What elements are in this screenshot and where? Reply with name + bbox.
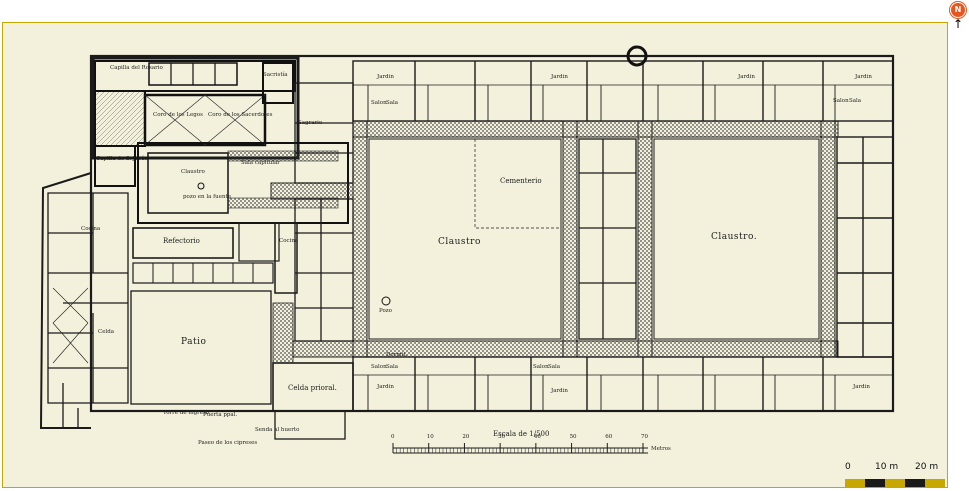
label-patio: Patio	[181, 337, 207, 347]
well-tower	[626, 45, 648, 67]
scale-bar-segment	[925, 479, 945, 487]
scale-label-0: 0	[845, 462, 851, 472]
label-sala-capitular: Sala capitular	[241, 160, 280, 166]
label-jardin-s2: Jardin	[551, 388, 568, 394]
scale-label-10: 10 m	[875, 462, 899, 472]
label-cocina-celdas: Cocina	[279, 238, 299, 244]
label-capilla-jesus: Capilla de S. Jesús	[96, 156, 148, 162]
label-salon-s1: Salon	[371, 364, 387, 370]
label-jardin-n3: Jardin	[738, 74, 755, 80]
label-salon-s2: Salon	[533, 364, 549, 370]
scale-label-20: 20 m	[915, 462, 939, 472]
label-cementerio: Cementerio	[500, 177, 542, 185]
label-jardin-n4: Jardin	[855, 74, 872, 80]
cloister-courts	[368, 138, 820, 340]
scale-bar: 0 10 m 20 m	[845, 462, 949, 490]
drawing-scale-tick-label: 50	[569, 434, 577, 440]
north-arrow: N ↑	[950, 2, 966, 31]
label-dormitorio: Dormit.	[386, 352, 408, 358]
refectory-area	[132, 222, 298, 294]
west-block	[47, 192, 129, 428]
drawing-scale-tick-label: 20	[462, 434, 470, 440]
label-sacristia: Sacristía	[263, 72, 288, 78]
label-coro-sacerdotes: Coro de los Sacerdotes	[208, 112, 273, 118]
label-jardin-s1: Jardin	[377, 384, 394, 390]
church-block	[94, 60, 296, 187]
great-cloister-galleries	[270, 120, 839, 364]
label-sala-s2: Sala	[548, 364, 561, 370]
label-celda: Celda	[98, 329, 115, 335]
drawing-scale-bar	[392, 443, 648, 454]
patio	[130, 290, 272, 405]
label-salon-n1: Salon	[371, 100, 387, 106]
label-sala-n2: Sala	[849, 98, 862, 104]
drawing-scale-tick-label: 10	[426, 434, 434, 440]
drawing-scale-tick-label: 0	[391, 434, 395, 440]
drawing-scale-tick-label: 30	[498, 434, 506, 440]
label-jardin-s3: Jardin	[853, 384, 870, 390]
north-arrow-icon: ↑	[953, 17, 964, 31]
label-pozo-small: pozo en la fuente	[183, 194, 231, 200]
west-cloister-cells	[294, 82, 354, 342]
scale-bar-segment	[885, 479, 905, 487]
east-cells	[836, 136, 894, 358]
label-cocina: Cocina	[81, 226, 101, 232]
north-badge: N	[950, 2, 966, 18]
drawing-scale-ticks	[392, 443, 644, 453]
label-torre: Torre de ingreso	[163, 410, 210, 416]
map-sheet: Capilla del Rosario Sacristía Coro de lo…	[2, 22, 948, 488]
label-celda-prioral: Celda prioral.	[288, 384, 337, 392]
floor-plan	[39, 45, 895, 454]
drawing-scale-tick-label: 40	[533, 434, 541, 440]
label-refectorio: Refectorio	[163, 237, 200, 245]
label-sala-n1: Sala	[386, 100, 399, 106]
label-puerta-ppal: Puerta ppal.	[203, 412, 238, 418]
label-jardin-n1: Jardin	[377, 74, 394, 80]
label-pozo: Pozo	[379, 308, 392, 314]
south-cells	[352, 356, 894, 412]
label-claustro-small: Claustro	[181, 169, 205, 175]
label-salon-n2: Salon	[833, 98, 849, 104]
label-jardin-n2: Jardin	[551, 74, 568, 80]
drawing-scale-tick-label: 60	[605, 434, 613, 440]
scale-bar-segment	[865, 479, 885, 487]
label-capilla-rosario: Capilla del Rosario	[110, 65, 163, 71]
label-sala-s1: Sala	[386, 364, 399, 370]
label-claustro-2: Claustro.	[711, 232, 758, 242]
scale-bar-segment	[845, 479, 865, 487]
label-sagrario: Sagrario	[298, 120, 323, 126]
drawing-scale-unit: Metros	[651, 446, 671, 452]
drawing-scale-title: Escala de 1/500	[493, 430, 550, 438]
label-coro-legos: Coro de los Legos	[153, 112, 203, 118]
label-paseo: Paseo de los cipreses	[198, 440, 258, 446]
middle-cells	[578, 138, 637, 340]
label-senda: Senda al huerto	[255, 427, 300, 433]
drawing-scale-tick-label: 70	[641, 434, 648, 440]
label-claustro-1: Claustro	[438, 237, 481, 247]
scale-bar-segment	[905, 479, 925, 487]
north-cells	[352, 60, 894, 122]
